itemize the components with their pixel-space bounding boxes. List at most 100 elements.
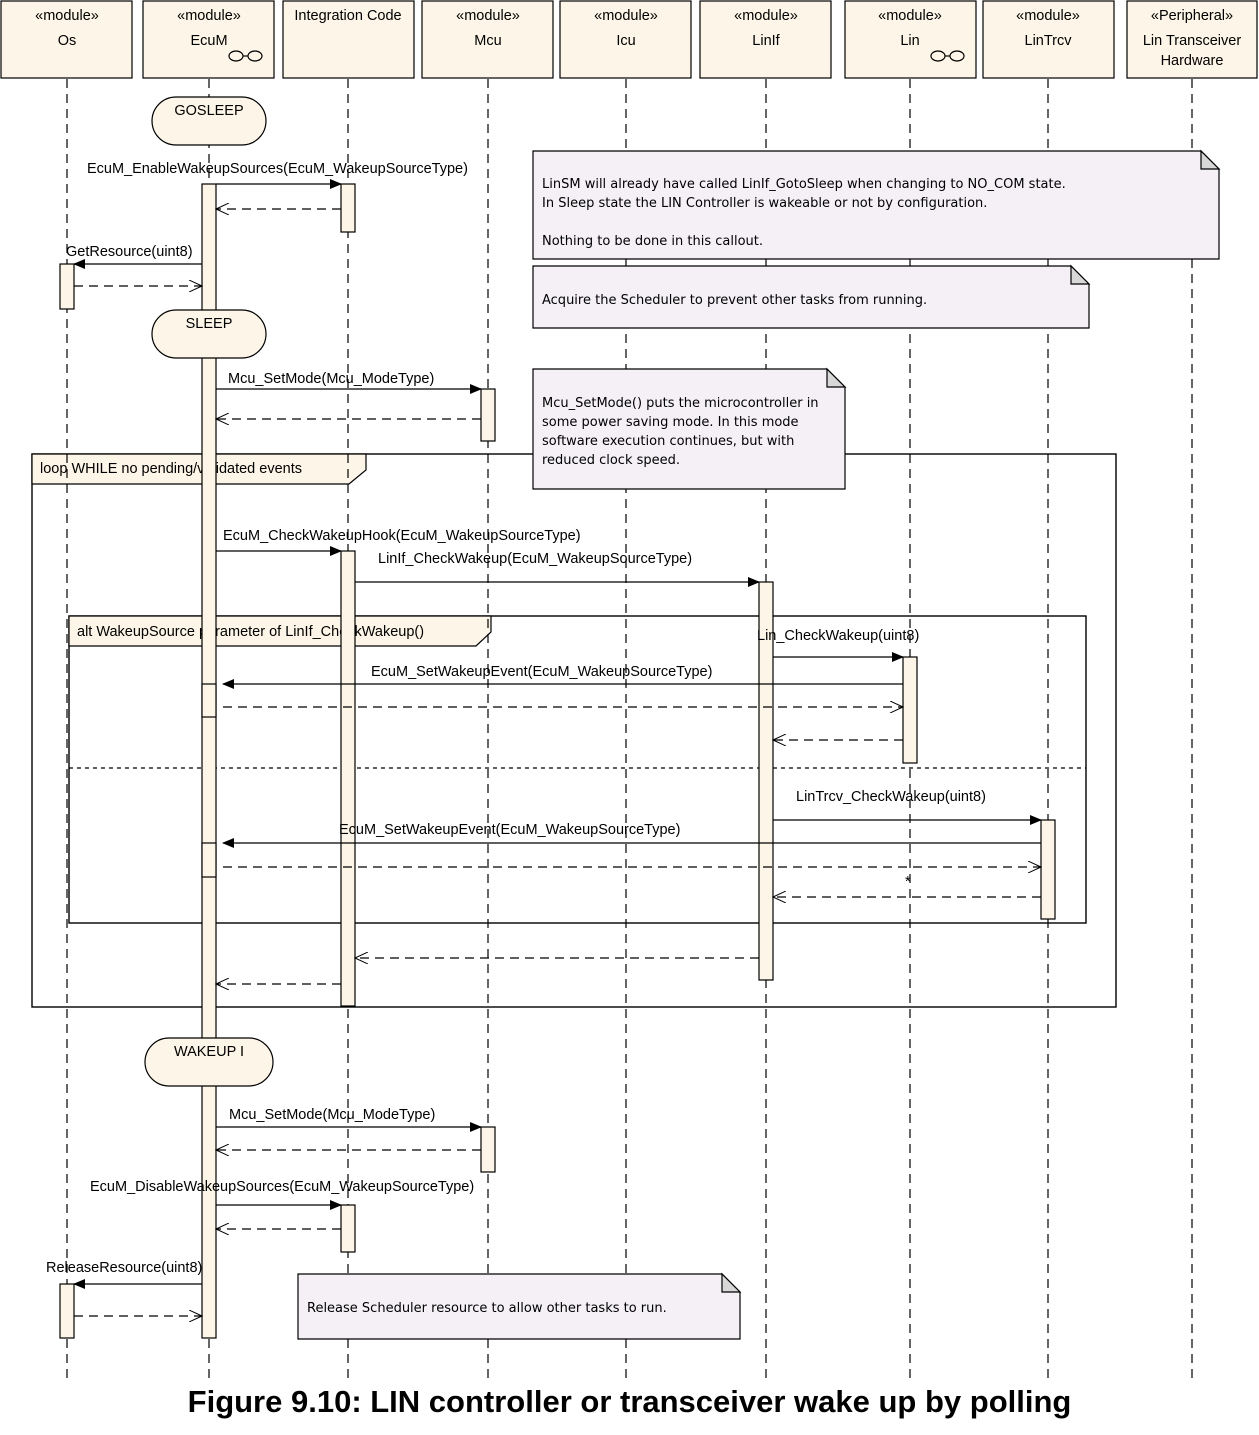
note: Acquire the Scheduler to prevent other t… bbox=[532, 264, 1091, 329]
note: LinSM will already have called LinIf_Got… bbox=[532, 149, 1221, 260]
lifeline-header bbox=[982, 0, 1115, 79]
message-label: Lin_CheckWakeup(uint8) bbox=[757, 628, 919, 644]
note-body bbox=[532, 265, 1090, 329]
lifeline-stereotype: «module» bbox=[1016, 8, 1080, 24]
note-line: Mcu_SetMode() puts the microcontroller i… bbox=[542, 396, 819, 411]
activation-ecum bbox=[201, 683, 217, 718]
message-label: Mcu_SetMode(Mcu_ModeType) bbox=[228, 371, 434, 387]
call-message: ReleaseResource(uint8) bbox=[46, 1260, 202, 1289]
note-line: In Sleep state the LIN Controller is wak… bbox=[542, 196, 987, 211]
subsystem-icon bbox=[228, 50, 263, 62]
alt-label-tab bbox=[68, 615, 492, 647]
lifeline-stereotype: «module» bbox=[594, 8, 658, 24]
lifeline-stereotype: «module» bbox=[177, 8, 241, 24]
note-fold bbox=[1200, 149, 1221, 170]
call-message: Mcu_SetMode(Mcu_ModeType) bbox=[216, 371, 482, 394]
note-line: Release Scheduler resource to allow othe… bbox=[307, 1301, 667, 1316]
call-message: EcuM_CheckWakeupHook(EcuM_WakeupSourceTy… bbox=[216, 528, 581, 556]
state-shape bbox=[151, 96, 267, 146]
lifeline-header bbox=[1126, 0, 1258, 79]
activation-os bbox=[59, 263, 75, 310]
loop-label-tab bbox=[31, 453, 367, 485]
lifeline-name-line: Hardware bbox=[1161, 53, 1224, 69]
message-label: GetResource(uint8) bbox=[66, 244, 193, 260]
state-invariant: GOSLEEP bbox=[151, 96, 267, 146]
lifeline-name: Mcu bbox=[474, 33, 501, 49]
state-invariant: SLEEP bbox=[151, 309, 267, 359]
lifeline-lintrcv: «module» LinTrcv bbox=[982, 0, 1115, 1378]
note-line: reduced clock speed. bbox=[542, 453, 680, 468]
lifeline-header bbox=[844, 0, 977, 79]
message-label: EcuM_SetWakeupEvent(EcuM_WakeupSourceTyp… bbox=[339, 822, 680, 838]
state-shape bbox=[151, 309, 267, 359]
state-label: GOSLEEP bbox=[174, 103, 243, 119]
combined-fragments: loop WHILE no pending/validated eventsal… bbox=[31, 453, 1117, 1008]
lifeline-header bbox=[282, 0, 415, 79]
lifeline-stereotype: «module» bbox=[35, 8, 99, 24]
call-message: EcuM_EnableWakeupSources(EcuM_WakeupSour… bbox=[87, 161, 468, 189]
lifeline-header bbox=[559, 0, 692, 79]
call-message: EcuM_DisableWakeupSources(EcuM_WakeupSou… bbox=[90, 1179, 474, 1210]
note-fold bbox=[1070, 264, 1091, 285]
lifeline-stereotype: «module» bbox=[456, 8, 520, 24]
note-line: Nothing to be done in this callout. bbox=[542, 234, 763, 249]
activation-ecum bbox=[201, 842, 217, 878]
lifeline-name-line: Lin Transceiver bbox=[1143, 33, 1241, 49]
state-invariant: WAKEUP I bbox=[144, 1037, 274, 1087]
activation-integ bbox=[340, 183, 356, 233]
note-fold bbox=[826, 367, 847, 388]
messages: EcuM_EnableWakeupSources(EcuM_WakeupSour… bbox=[46, 161, 1042, 1316]
note-fold bbox=[721, 1272, 742, 1293]
message-label: Mcu_SetMode(Mcu_ModeType) bbox=[229, 1107, 435, 1123]
message-label: LinTrcv_CheckWakeup(uint8) bbox=[796, 789, 986, 805]
lifeline-name: Os bbox=[58, 33, 77, 49]
lifeline-header bbox=[142, 0, 275, 79]
lifeline-stereotype: «module» bbox=[734, 8, 798, 24]
message-label: EcuM_CheckWakeupHook(EcuM_WakeupSourceTy… bbox=[223, 528, 581, 544]
lifeline-os: «module» Os bbox=[0, 0, 133, 1378]
alt-fragment: alt WakeupSource parameter of LinIf_Chec… bbox=[68, 615, 1087, 924]
lifeline-name: Lin bbox=[900, 33, 919, 49]
notes: LinSM will already have called LinIf_Got… bbox=[297, 149, 1221, 1340]
subsystem-icon bbox=[930, 50, 965, 62]
call-message: LinTrcv_CheckWakeup(uint8) bbox=[773, 789, 1042, 825]
activation-lin bbox=[902, 656, 918, 764]
activation-mcu bbox=[480, 1126, 496, 1173]
note-body bbox=[532, 368, 846, 490]
lifeline-stereotype: «Peripheral» bbox=[1151, 8, 1233, 24]
activations bbox=[59, 183, 1056, 1339]
note: Mcu_SetMode() puts the microcontroller i… bbox=[532, 367, 847, 490]
state-shape bbox=[144, 1037, 274, 1087]
activation-lintrcv bbox=[1040, 819, 1056, 920]
note-body bbox=[297, 1273, 741, 1340]
state-invariants: GOSLEEP SLEEP WAKEUP I bbox=[144, 96, 274, 1087]
note-line: some power saving mode. In this mode bbox=[542, 415, 799, 430]
note-line: Acquire the Scheduler to prevent other t… bbox=[542, 293, 927, 308]
note: Release Scheduler resource to allow othe… bbox=[297, 1272, 742, 1340]
state-label: WAKEUP I bbox=[174, 1044, 244, 1060]
call-message: Lin_CheckWakeup(uint8) bbox=[757, 628, 919, 662]
message-label: LinIf_CheckWakeup(EcuM_WakeupSourceType) bbox=[378, 551, 692, 567]
alt-label: alt WakeupSource parameter of LinIf_Chec… bbox=[77, 624, 424, 640]
activation-integ bbox=[340, 550, 356, 1007]
note-body bbox=[532, 150, 1220, 260]
alt-frame bbox=[68, 615, 1087, 924]
lifeline-name: LinTrcv bbox=[1025, 33, 1073, 49]
message-label: EcuM_DisableWakeupSources(EcuM_WakeupSou… bbox=[90, 1179, 474, 1195]
state-label: SLEEP bbox=[186, 316, 233, 332]
sequence-diagram: loop WHILE no pending/validated eventsal… bbox=[0, 0, 1258, 1378]
lifeline-name: EcuM bbox=[190, 33, 227, 49]
call-message: EcuM_SetWakeupEvent(EcuM_WakeupSourceTyp… bbox=[222, 664, 903, 689]
message-label: * bbox=[905, 874, 911, 890]
lifeline-name: LinIf bbox=[752, 33, 780, 49]
figure-caption: Figure 9.10: LIN controller or transceiv… bbox=[187, 1384, 1072, 1419]
lifeline-name: Icu bbox=[616, 33, 635, 49]
lifeline-header bbox=[0, 0, 133, 79]
activation-mcu bbox=[480, 388, 496, 442]
note-line: software execution continues, but with bbox=[542, 434, 794, 449]
message-label: ReleaseResource(uint8) bbox=[46, 1260, 202, 1276]
call-message: GetResource(uint8) bbox=[66, 244, 202, 269]
